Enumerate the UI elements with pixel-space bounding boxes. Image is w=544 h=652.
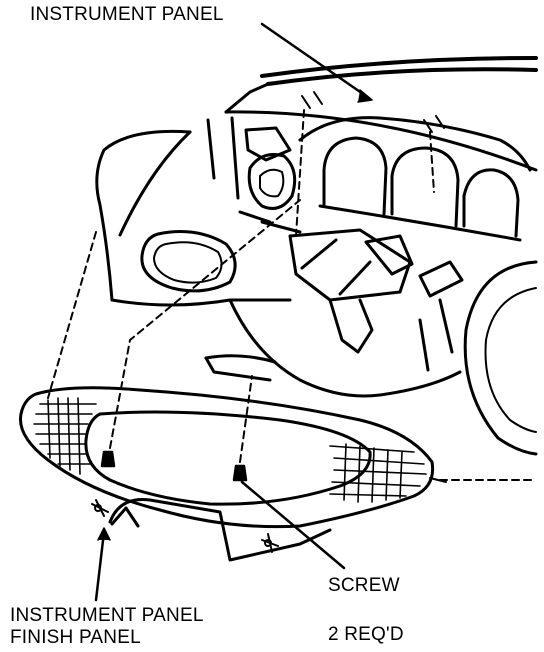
screw-leader (240, 480, 346, 570)
instrument-panel-assembly (95, 56, 538, 456)
alignment-dashed-lines (47, 109, 537, 481)
instrument-panel-label: INSTRUMENT PANEL (30, 4, 224, 25)
screw-fasteners (100, 450, 248, 482)
finish-panel-label-line1: INSTRUMENT PANEL (10, 605, 204, 626)
callout-leaders (94, 22, 373, 602)
left-grille (33, 397, 97, 475)
right-grille (329, 443, 427, 503)
finish-panel-leader (94, 530, 106, 602)
finish-panel-part (19, 386, 447, 562)
quantity-required-label: 2 REQ'D (328, 624, 404, 645)
finish-panel-label-line2: FINISH PANEL (10, 627, 141, 648)
screw-label: SCREW (328, 575, 400, 596)
instrument-panel-leader (260, 22, 368, 98)
